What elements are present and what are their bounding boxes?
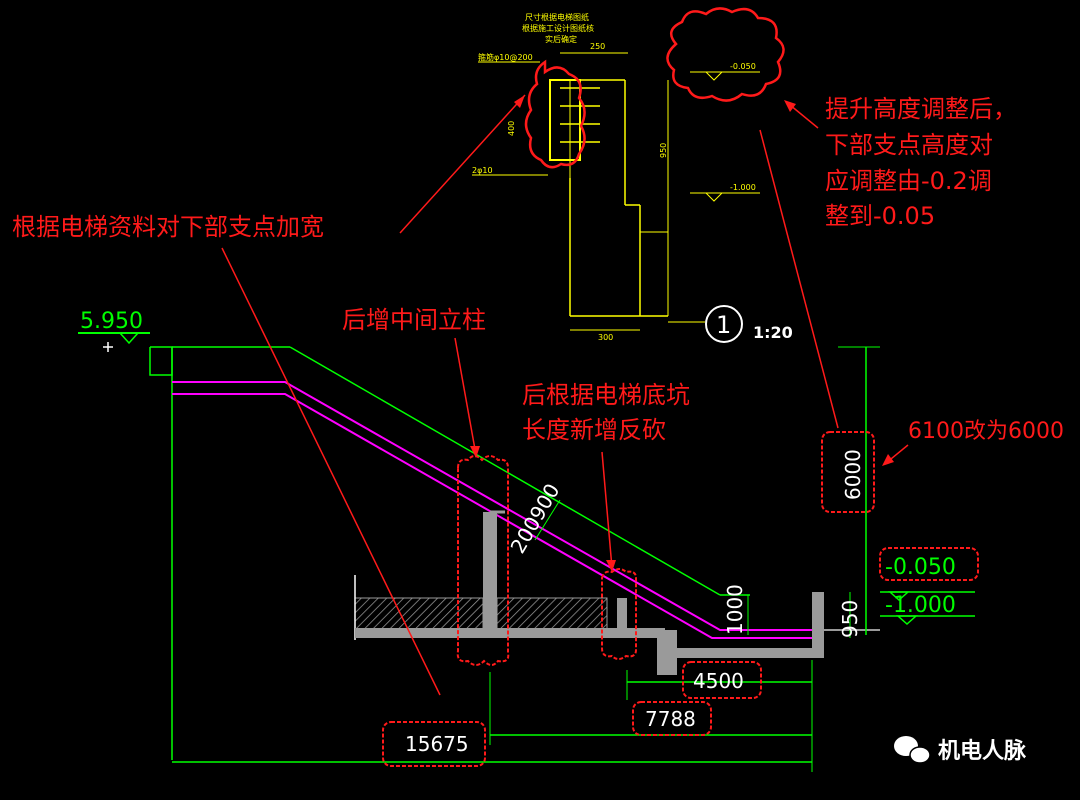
detail-1: 尺寸根据电梯图纸 根据施工设计图纸核 实后确定 250 箍筋φ10@200 95… [472, 7, 793, 343]
detail-support-cloud [524, 59, 586, 169]
truss-top-line [289, 346, 721, 596]
level-change-cloud [666, 7, 785, 102]
detail-rebar-top: 箍筋φ10@200 [478, 52, 533, 62]
level-bottom-support: -0.050 [885, 555, 956, 580]
watermark-text: 机电人脉 [938, 739, 1027, 764]
note-height-change: 6100改为6000 [908, 419, 1064, 444]
detail-index-number: 1 [716, 311, 731, 339]
note-raise-line2: 下部支点高度对 [825, 131, 993, 159]
detail-scale: 1:20 [753, 323, 793, 342]
detail-level-lower: -1.000 [730, 183, 756, 192]
detail-level-upper: -0.050 [730, 62, 756, 71]
span-cloud [632, 701, 712, 736]
total-length-cloud [382, 721, 486, 767]
rail-line-lower [172, 393, 820, 639]
watermark: 机电人脉 [894, 736, 1027, 764]
rise-cloud [821, 431, 875, 513]
note-raise-line1: 提升高度调整后， [825, 95, 1017, 123]
dim-rise: 6000 [841, 449, 865, 500]
middle-column [483, 512, 497, 630]
markups: 根据电梯资料对下部支点加宽 提升高度调整后， 下部支点高度对 应调整由-0.2调… [12, 94, 1064, 767]
pit-step [657, 630, 677, 675]
detail-width-bottom: 300 [598, 333, 613, 342]
level-cloud [879, 547, 979, 581]
detail-note-line2: 根据施工设计图纸核 [522, 23, 594, 33]
ground-slab-middle [496, 597, 608, 631]
pit-wall-right [812, 592, 824, 658]
detail-note-line1: 尺寸根据电梯图纸 [525, 12, 589, 22]
level-top: 5.950 [80, 309, 143, 334]
detail-side: 400 [507, 121, 516, 136]
detail-index-circle [705, 305, 743, 343]
pit-floor [677, 648, 822, 658]
dim-clearance: 200900 [506, 479, 565, 557]
note-pit-line1: 后根据电梯底坑 [522, 381, 690, 409]
detail-note-line3: 实后确定 [545, 34, 577, 44]
escalator-section: 5.950 1000 950 200900 [78, 309, 975, 772]
dim-pit-depth-right: 950 [838, 600, 862, 638]
level-pit: -1.000 [885, 593, 956, 618]
detail-rebar-side: 2φ10 [472, 166, 493, 175]
note-pit-line2: 长度新增反砍 [522, 416, 666, 444]
dim-pit-depth-left: 1000 [723, 584, 747, 635]
pit-length-cloud [682, 661, 762, 699]
pit-wall-left [617, 598, 627, 630]
pit-cloud [601, 568, 637, 660]
detail-height: 950 [659, 143, 668, 158]
rail-line-upper [172, 381, 820, 631]
base-slab [355, 628, 665, 638]
middle-column-cloud [456, 455, 510, 666]
dim-span: 7788 [645, 707, 696, 731]
dim-pit-length: 4500 [693, 669, 744, 693]
note-middle-column: 后增中间立柱 [342, 306, 486, 334]
detail-width-top: 250 [590, 42, 605, 51]
note-widen-support: 根据电梯资料对下部支点加宽 [12, 213, 324, 241]
note-raise-line4: 整到-0.05 [825, 202, 935, 230]
ground-slab-left [354, 597, 484, 631]
note-raise-line3: 应调整由-0.2调 [825, 167, 992, 195]
dim-total-length: 15675 [405, 732, 469, 756]
